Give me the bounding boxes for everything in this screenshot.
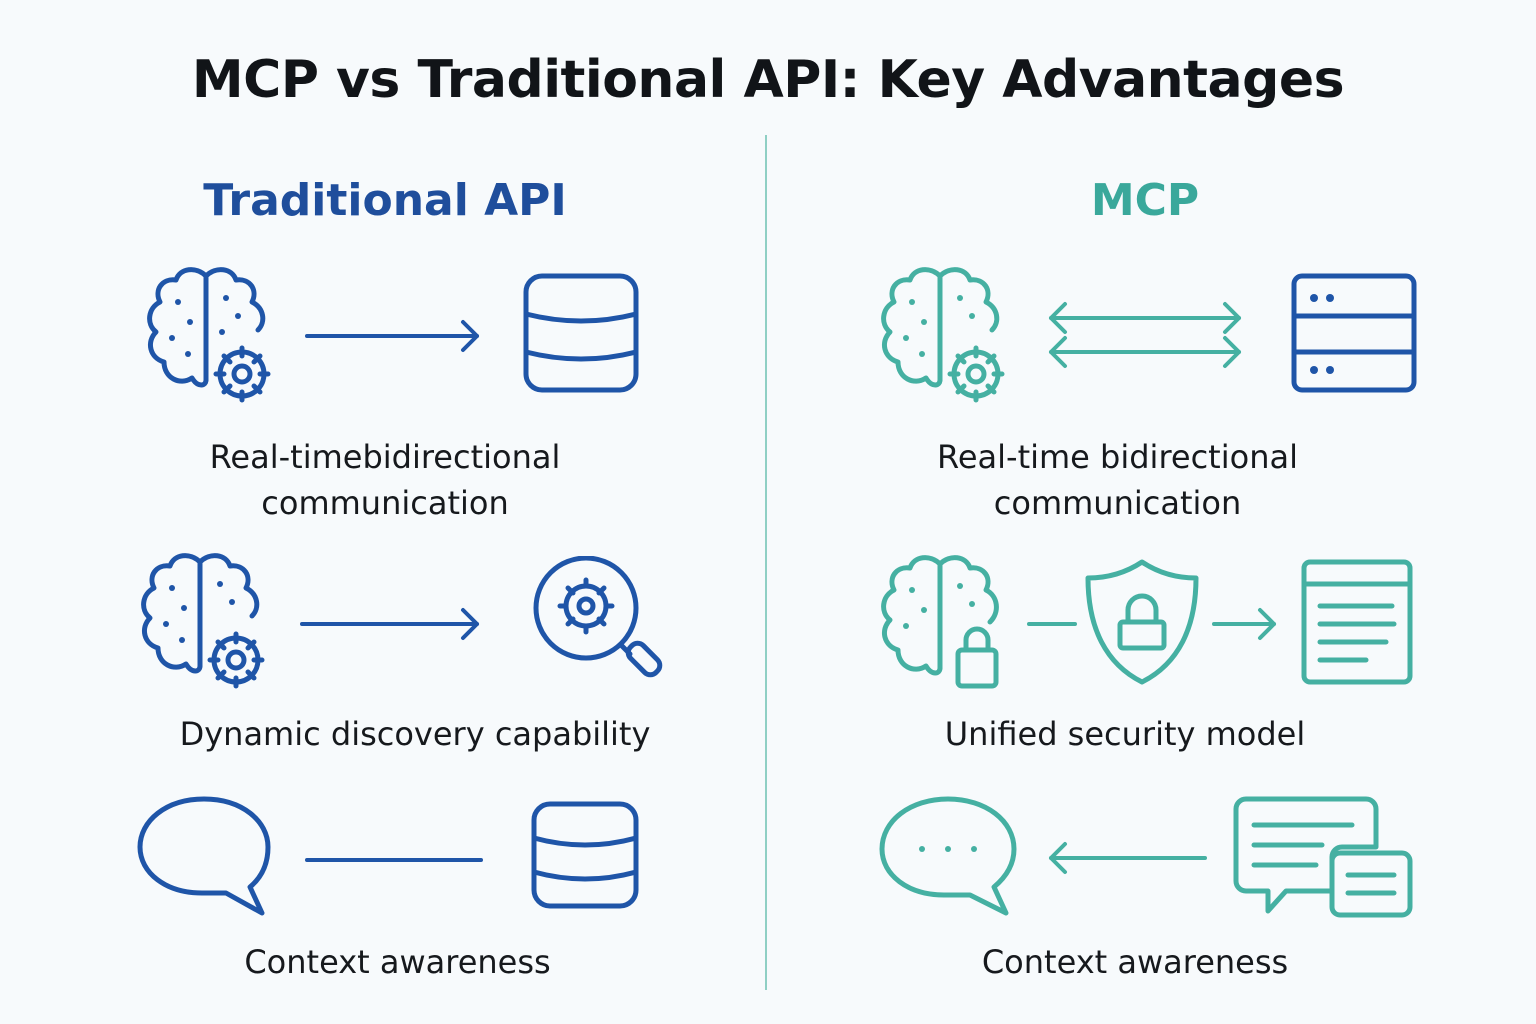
traditional-row2-caption: Dynamic discovery capability (140, 711, 690, 757)
mcp-row2-caption: Unified security model (920, 711, 1330, 757)
server-icon (1291, 273, 1417, 393)
caption-line: Unified security model (944, 715, 1306, 753)
mcp-row1-caption: Real-time bidirectional communication (910, 434, 1325, 526)
caption-line: communication (993, 484, 1242, 522)
traditional-row3-caption: Context awareness (150, 939, 645, 985)
caption-line: Real-timebidirectional (209, 438, 561, 476)
caption-line: communication (261, 484, 509, 522)
database-icon (523, 273, 639, 393)
arrow-right-icon (305, 320, 479, 352)
gear-search-icon (533, 556, 663, 678)
line-icon (1027, 622, 1077, 626)
traditional-row1-caption: Real-timebidirectional communication (150, 434, 620, 526)
caption-line: Context awareness (981, 943, 1289, 981)
speech-bubble-icon (137, 796, 271, 916)
traditional-api-heading: Traditional API (203, 175, 567, 226)
arrow-right-icon (300, 608, 479, 640)
chat-dots-icon (879, 796, 1017, 916)
brain-gear-icon (147, 267, 271, 403)
caption-line: Dynamic discovery capability (179, 715, 651, 753)
brain-lock-icon (881, 555, 999, 689)
double-arrow-icon (1049, 302, 1241, 368)
mcp-row3-caption: Context awareness (930, 939, 1340, 985)
shield-lock-icon (1085, 559, 1199, 685)
column-divider (765, 135, 767, 990)
database-icon (531, 801, 639, 909)
document-icon (1301, 559, 1413, 685)
page-title: MCP vs Traditional API: Key Advantages (191, 50, 1345, 110)
messages-icon (1233, 796, 1413, 918)
caption-line: Real-time bidirectional (937, 438, 1298, 476)
brain-gear-icon (141, 553, 265, 689)
arrow-left-icon (1049, 842, 1207, 874)
caption-line: Context awareness (244, 943, 551, 981)
line-icon (305, 858, 483, 862)
arrow-right-icon (1212, 608, 1276, 640)
brain-gear-icon (881, 267, 1005, 403)
mcp-heading: MCP (1090, 175, 1200, 226)
